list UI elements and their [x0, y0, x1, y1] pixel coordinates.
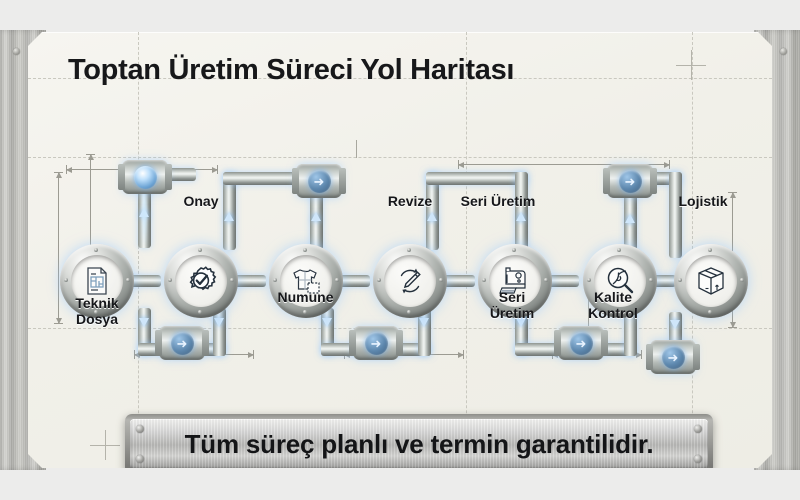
guide-line-h-1: [28, 78, 772, 79]
pipe-riser-7: [669, 172, 682, 258]
step-label-teknik-dosya: Teknik Dosya: [75, 295, 119, 327]
valve-top-3[interactable]: ➜: [607, 164, 653, 198]
pipe-top-run-3: [426, 172, 528, 185]
tshirt-swatch-icon: [289, 265, 323, 297]
flow-arrow-up-6: [625, 214, 635, 223]
dimension-line-left-outer: [54, 172, 63, 324]
guide-line-h-2: [28, 157, 772, 158]
gear-check-icon: [184, 264, 218, 298]
step-label-numune: Numune: [277, 289, 334, 305]
blueprint-panel: Toptan Üretim Süreci Yol Haritası: [28, 32, 772, 468]
step-label-onay: Onay: [183, 193, 219, 209]
valve-indicator-4: ➜: [171, 332, 194, 355]
valve-bottom-4[interactable]: ➜: [650, 340, 696, 374]
registration-crosshair-top-right: [676, 50, 706, 80]
shipping-box-icon: [695, 265, 727, 297]
plate-screw-bottom-right: [694, 455, 702, 463]
magnifier-quality-icon: [603, 264, 637, 298]
step-node-lojistik[interactable]: [674, 244, 748, 318]
step-label-revize: Revize: [387, 193, 433, 209]
section-header-seri-uretim: Seri Üretim: [460, 193, 536, 209]
flow-arrow-up-4: [427, 212, 437, 221]
flow-arrow-up-3: [311, 212, 321, 221]
guarantee-banner-text: Tüm süreç planlı ve termin garantilidir.: [184, 428, 654, 459]
dimension-line-top-right: [458, 160, 670, 169]
page-title: Toptan Üretim Süreci Yol Haritası: [68, 54, 515, 86]
valve-indicator-2: ➜: [308, 170, 331, 193]
pencil-revision-icon: [393, 264, 427, 298]
leader-line-revize: [356, 140, 357, 158]
step-node-seri-uretim[interactable]: [478, 244, 552, 318]
pipe-riser-2: [223, 172, 236, 250]
guide-line-h-3: [28, 328, 772, 329]
step-node-onay[interactable]: [164, 244, 238, 318]
pipe-riser-5: [515, 172, 528, 250]
guarantee-banner: Tüm süreç planlı ve termin garantilidir.: [125, 414, 713, 468]
valve-indicator-6: ➜: [570, 332, 593, 355]
frame-screw-top-left: [13, 48, 20, 55]
step-node-numune[interactable]: [269, 244, 343, 318]
plate-screw-top-left: [136, 425, 144, 433]
flow-arrow-down-2: [214, 318, 224, 327]
step-node-revize[interactable]: [373, 244, 447, 318]
step-label-kalite-kontrol: Kalite Kontrol: [588, 289, 638, 321]
valve-indicator-1: [134, 166, 157, 189]
frame-screw-top-right: [780, 48, 787, 55]
flow-arrow-down-1: [139, 318, 149, 327]
flow-arrow-up-2: [224, 212, 234, 221]
valve-bottom-1[interactable]: ➜: [159, 326, 205, 360]
plate-screw-top-right: [694, 425, 702, 433]
step-label-seri-uretim: Seri Üretim: [489, 289, 535, 321]
valve-top-1[interactable]: [122, 160, 168, 194]
step-node-teknik-dosya[interactable]: [60, 244, 134, 318]
valve-top-2[interactable]: ➜: [296, 164, 342, 198]
pipe-riser-4: [426, 172, 439, 250]
guide-line-v-2: [466, 32, 467, 468]
blueprint-document-icon: [81, 265, 113, 297]
valve-bottom-3[interactable]: ➜: [558, 326, 604, 360]
flow-arrow-down-4: [419, 318, 429, 327]
step-label-lojistik: Lojistik: [678, 193, 728, 209]
valve-indicator-3: ➜: [619, 170, 642, 193]
leader-line-kalite: [588, 290, 589, 330]
flow-arrow-down-5: [516, 318, 526, 327]
plate-screw-bottom-left: [136, 455, 144, 463]
flow-arrow-down-6: [670, 320, 680, 329]
guide-line-v-1: [138, 32, 139, 468]
valve-indicator-5: ➜: [365, 332, 388, 355]
valve-indicator-7: ➜: [662, 346, 685, 369]
pipe-downer-6: [624, 308, 637, 356]
flow-glow-1: [142, 182, 147, 246]
sewing-machine-icon: [498, 266, 532, 296]
registration-crosshair-bottom-left: [90, 430, 120, 460]
flow-arrow-down-3: [322, 318, 332, 327]
flow-arrow-up-5: [516, 212, 526, 221]
step-node-kalite-kontrol[interactable]: [583, 244, 657, 318]
valve-bottom-2[interactable]: ➜: [353, 326, 399, 360]
